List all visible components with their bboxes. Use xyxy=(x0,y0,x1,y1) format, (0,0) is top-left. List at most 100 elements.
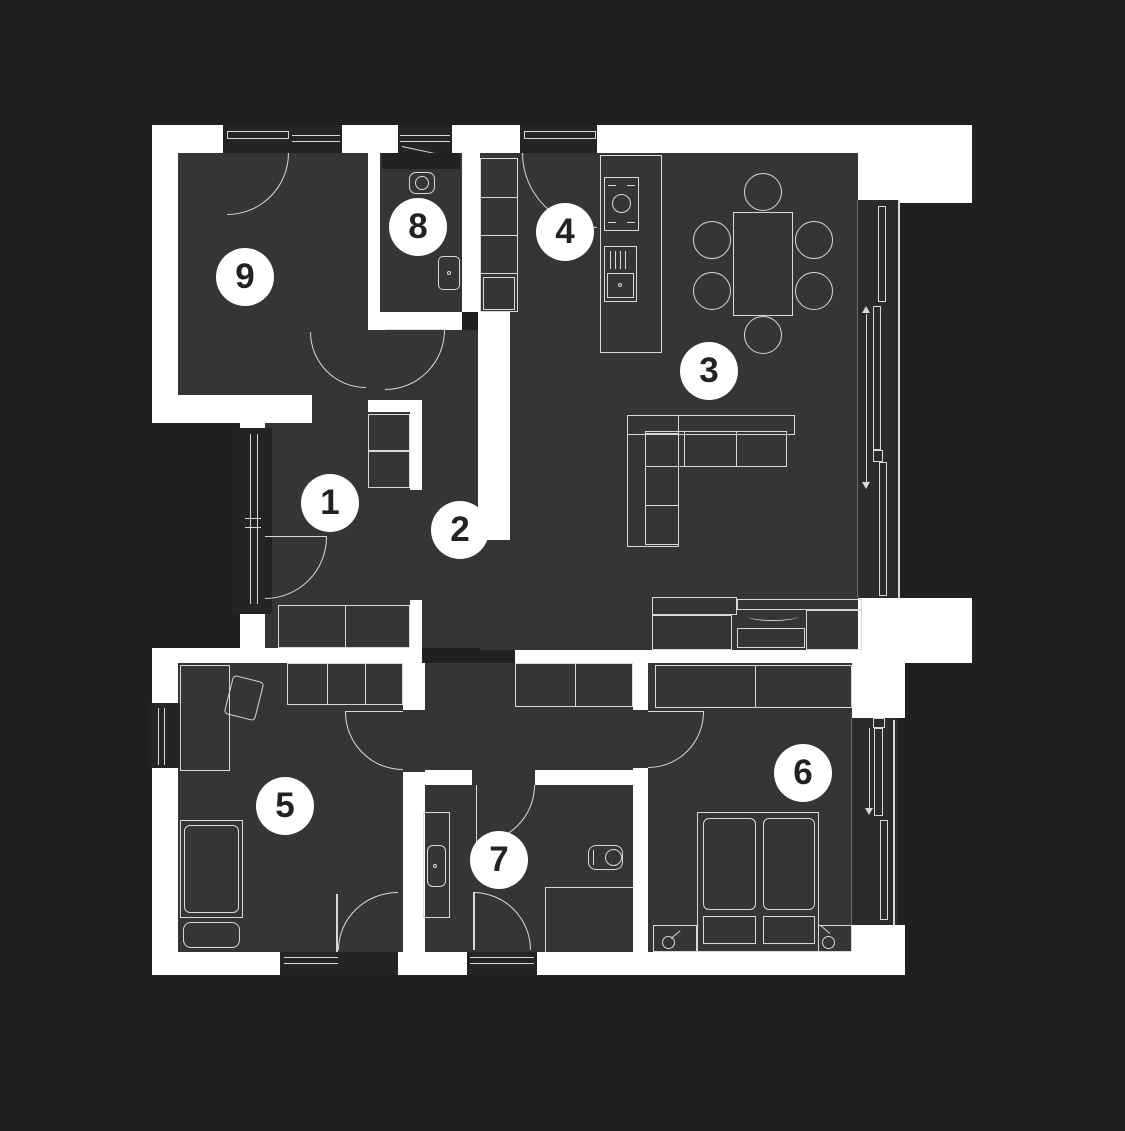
sink-drainer-line xyxy=(610,251,611,269)
room-badge-1: 1 xyxy=(301,474,359,532)
sash-joint xyxy=(873,718,885,728)
entry-tick xyxy=(245,527,261,528)
stove-mark xyxy=(608,185,616,186)
tv-cabinet-center xyxy=(737,628,805,648)
sink-drainer-line xyxy=(620,251,621,269)
room-badge-5: 5 xyxy=(256,777,314,835)
slide-arrow-down-icon xyxy=(865,808,873,815)
tv-cabinet-right xyxy=(806,610,862,650)
opening-room8-top xyxy=(398,125,452,153)
dining-chair xyxy=(693,272,731,310)
slide-arrow-line xyxy=(869,728,870,808)
tv-shelf xyxy=(737,599,862,610)
bed-pillow xyxy=(763,916,815,944)
toilet xyxy=(409,172,435,194)
room-badge-2: 2 xyxy=(431,501,489,559)
sliding-sash xyxy=(879,462,887,596)
wardrobe-room6 xyxy=(655,665,852,708)
wall-mid-right-block xyxy=(858,598,972,663)
entry-frame-line xyxy=(250,434,251,604)
window-line xyxy=(292,135,340,136)
doorway-room5 xyxy=(403,710,425,772)
dining-chair xyxy=(744,173,782,211)
cabinet-divider xyxy=(480,197,518,198)
washbasin-room7 xyxy=(427,845,446,887)
wall-room9-room8 xyxy=(368,153,380,330)
bedside-lamp xyxy=(822,936,835,949)
door-leaf-room5-garden xyxy=(336,894,338,952)
wardrobe-divider xyxy=(755,665,756,708)
window-recess-room6 xyxy=(852,718,898,925)
single-bed xyxy=(180,820,243,918)
door-leaf-room5 xyxy=(345,711,403,712)
wardrobe-divider xyxy=(365,663,366,705)
door-leaf-kitchen xyxy=(524,131,596,139)
sliding-sash xyxy=(873,306,881,450)
wall-kitchen-hall xyxy=(478,312,510,540)
main-room-fill-c xyxy=(480,540,858,650)
desk xyxy=(180,665,230,771)
wall-room8-bottom xyxy=(368,312,462,330)
door-leaf-hall xyxy=(385,329,445,330)
stove-mark xyxy=(608,222,616,223)
stove-mark xyxy=(627,185,635,186)
slide-arrow-up-icon xyxy=(862,306,870,313)
door-leaf-room6 xyxy=(648,711,704,712)
wall-left-upper xyxy=(152,153,178,423)
slide-arrow-down-icon xyxy=(862,482,870,489)
cabinet-divider xyxy=(480,235,518,236)
stove-mark xyxy=(627,222,635,223)
sofa-seat-divider xyxy=(645,505,679,506)
wardrobe-room1 xyxy=(368,451,410,488)
opening-room5-window-left xyxy=(148,703,182,768)
double-bed xyxy=(697,812,819,952)
bench-room1 xyxy=(278,605,410,648)
stove-burner xyxy=(612,194,631,213)
dining-chair xyxy=(795,221,833,259)
sink-basin xyxy=(607,273,634,298)
bench-divider xyxy=(345,605,346,648)
washbasin-drain xyxy=(447,271,451,275)
room-badge-9: 9 xyxy=(216,248,274,306)
sink-drainer-line xyxy=(625,251,626,269)
sofa-chaise xyxy=(645,433,679,545)
glazing-boundary xyxy=(851,718,852,925)
dining-table xyxy=(733,212,793,316)
room8-lintel xyxy=(382,153,460,169)
stove xyxy=(604,177,639,231)
wall-room5-right xyxy=(403,663,425,952)
wall-left-lower xyxy=(152,648,178,952)
wardrobe-room5 xyxy=(287,663,403,705)
sliding-sash xyxy=(874,728,883,816)
tv-cabinet-left-lower xyxy=(652,615,732,650)
bed-pillow xyxy=(703,916,756,944)
window-line xyxy=(164,708,165,765)
sofa-seat-divider xyxy=(736,431,737,467)
toilet-tank-line xyxy=(593,850,594,865)
wall-room1-stub-top xyxy=(410,412,422,490)
sofa-seat-divider xyxy=(684,431,685,467)
tv xyxy=(748,612,798,621)
entry-tick xyxy=(245,518,261,519)
wall-room7-room6 xyxy=(633,663,648,952)
nightstand xyxy=(653,925,697,952)
wardrobe-room1 xyxy=(368,414,410,451)
room-badge-7: 7 xyxy=(470,831,528,889)
wall-room1-stub-bottom xyxy=(410,600,422,648)
sink-drainer-line xyxy=(615,251,616,269)
door-leaf-entry xyxy=(265,536,327,537)
window-sill-line xyxy=(284,963,338,964)
room-badge-8: 8 xyxy=(389,198,447,256)
washbasin-drain xyxy=(433,864,437,868)
window-line xyxy=(158,708,159,765)
door-leaf-room9-top xyxy=(227,131,289,139)
dining-chair xyxy=(795,272,833,310)
toilet-seat xyxy=(415,176,429,190)
sliding-sash xyxy=(880,820,888,920)
room-badge-6: 6 xyxy=(774,744,832,802)
doorway-room6 xyxy=(633,710,648,768)
opening-room9-top xyxy=(223,125,342,153)
wall-room1-room5 xyxy=(152,648,422,663)
bed-mattress xyxy=(763,818,815,910)
tv-cabinet-left xyxy=(652,597,737,615)
